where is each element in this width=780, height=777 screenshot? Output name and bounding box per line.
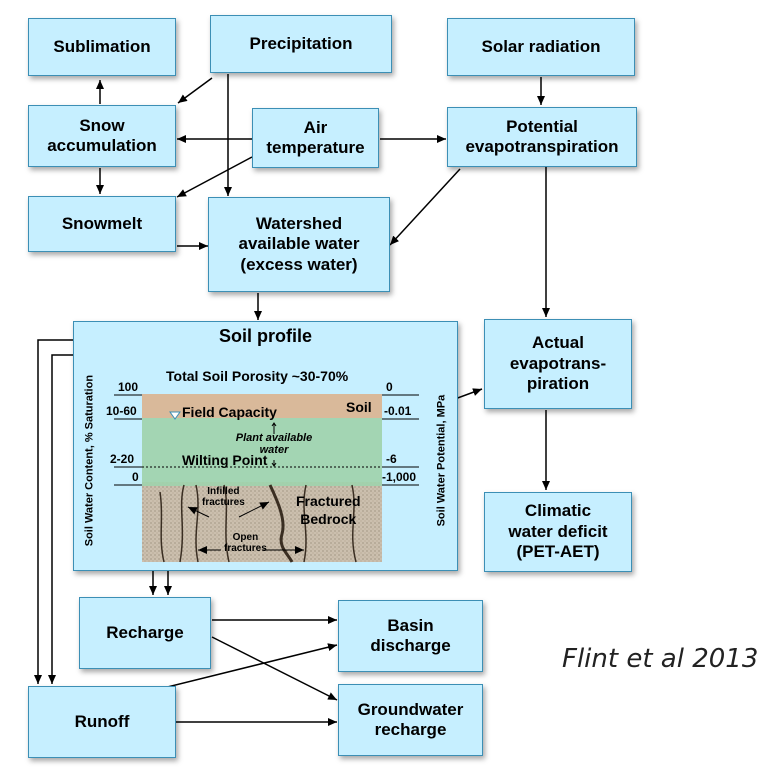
precipitation-box: Precipitation [210,15,392,73]
left-tick-0: 0 [132,470,139,484]
soil-profile-box: Soil profile [73,321,458,571]
basin-discharge-label: Basin discharge [370,615,451,655]
actual-et-box: Actual evapotrans- piration [484,319,632,409]
runoff-box: Runoff [28,686,176,758]
arrow-air-to-snowmelt [176,156,253,198]
plant-available-label: Plant available water [235,432,313,457]
left-tick-100: 100 [118,380,139,394]
right-tick-minus-1000: -1,000 [382,470,417,484]
left-axis-label: Soil Water Content, % Saturation [83,374,96,547]
runoff-label: Runoff [74,711,130,731]
precipitation-label: Precipitation [249,33,353,53]
climatic-deficit-label: Climatic water deficit (PET-AET) [508,501,608,562]
sublimation-label: Sublimation [53,36,151,56]
porosity-label: Total Soil Porosity ~30-70% [166,368,349,384]
actual-et-label: Actual evapotrans- piration [509,333,607,394]
soil-profile-graphic [114,394,419,563]
potential-et-label: Potential evapotranspiration [465,116,619,156]
basin-discharge-box: Basin discharge [338,600,483,672]
groundwater-recharge-label: Groundwater recharge [357,699,464,739]
soil-label: Soil [346,399,372,415]
fractured-bedrock-label: Fractured Bedrock [296,493,361,528]
field-capacity-marker [169,411,181,420]
recharge-label: Recharge [106,622,184,642]
plant-water-layer [142,418,382,486]
air-temperature-box: Air temperature [252,108,379,168]
watershed-water-box: Watershed available water (excess water) [208,197,390,292]
right-tick-minus-0-01: -0.01 [384,404,412,418]
watershed-water-label: Watershed available water (excess water) [238,213,360,274]
soil-layer [142,394,382,418]
sublimation-box: Sublimation [28,18,176,76]
groundwater-recharge-box: Groundwater recharge [338,684,483,756]
infilled-label: Infilled fractures [202,486,245,508]
wilting-point-label: Wilting Point [182,452,268,468]
potential-et-box: Potential evapotranspiration [447,107,637,167]
snowmelt-label: Snowmelt [61,213,143,233]
air-temperature-label: Air temperature [266,117,365,157]
climatic-deficit-box: Climatic water deficit (PET-AET) [484,492,632,572]
snow-accumulation-label: Snow accumulation [47,115,157,155]
recharge-box: Recharge [79,597,211,669]
snow-accumulation-box: Snow accumulation [28,105,176,167]
left-tick-2-20: 2-20 [110,452,135,466]
field-capacity-label: Field Capacity [182,404,277,420]
left-tick-10-60: 10-60 [106,404,137,418]
arrow-pet-to-watershed [389,168,461,246]
solar-radiation-box: Solar radiation [447,18,635,76]
soil-profile-title: Soil profile [218,326,312,346]
open-fractures-label: Open fractures [224,532,267,554]
right-tick-minus-6: -6 [386,452,397,466]
snowmelt-box: Snowmelt [28,196,176,252]
right-axis-label: Soil Water Potential, MPa [435,394,448,527]
arrow-precip-to-snow [177,77,213,104]
citation-text: Flint et al 2013 [562,644,759,674]
solar-radiation-label: Solar radiation [481,36,601,56]
right-tick-0: 0 [386,380,393,394]
arrow-recharge-to-groundwater [211,636,338,701]
